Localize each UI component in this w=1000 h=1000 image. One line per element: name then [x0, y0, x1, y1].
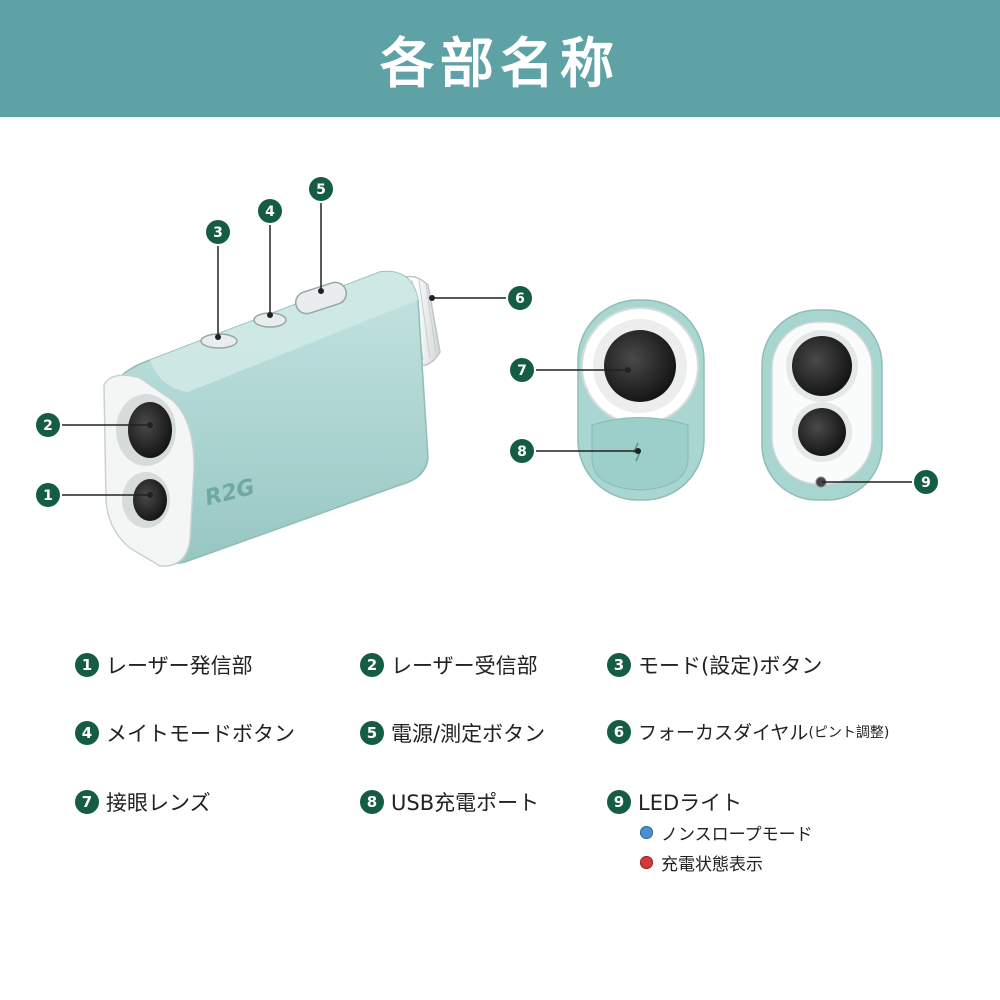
- rangefinder-rear-view: [577, 299, 705, 501]
- marker-2: 2: [36, 413, 60, 437]
- svg-text:6: 6: [515, 291, 525, 307]
- led-mode-red: 充電状態表示: [640, 850, 763, 875]
- blue-dot-icon: [640, 826, 653, 839]
- svg-text:8: 8: [517, 444, 527, 460]
- legend-number: 8: [360, 790, 384, 814]
- legend-label: LEDライト: [638, 791, 743, 815]
- laser-receiver-lens: [128, 402, 172, 458]
- leader-lines: [62, 203, 912, 496]
- legend-item-1: 1 レーザー発信部: [75, 650, 253, 680]
- legend-label: USB充電ポート: [391, 791, 540, 815]
- mode-button[interactable]: [200, 333, 238, 349]
- legend-item-6: 6 フォーカスダイヤル (ピント調整): [607, 718, 889, 745]
- marker-5: 5: [309, 177, 333, 201]
- marker-4: 4: [258, 199, 282, 223]
- svg-text:1: 1: [43, 488, 53, 504]
- marker-3: 3: [206, 220, 230, 244]
- led-mode-label: 充電状態表示: [661, 855, 763, 875]
- led-mode-blue: ノンスロープモード: [640, 820, 813, 845]
- svg-text:2: 2: [43, 418, 53, 434]
- marker-1: 1: [36, 483, 60, 507]
- legend-number: 4: [75, 721, 99, 745]
- rangefinder-front-view: [761, 309, 883, 501]
- svg-text:7: 7: [517, 363, 527, 379]
- marker-9: 9: [914, 470, 938, 494]
- legend-label: フォーカスダイヤル: [638, 722, 809, 744]
- led-mode-label: ノンスロープモード: [661, 825, 813, 845]
- laser-emitter-lens: [133, 479, 167, 521]
- red-dot-icon: [640, 856, 653, 869]
- legend-item-4: 4 メイトモードボタン: [75, 718, 295, 748]
- marker-8: 8: [510, 439, 534, 463]
- legend-item-2: 2 レーザー受信部: [360, 650, 538, 680]
- svg-text:3: 3: [213, 225, 223, 241]
- legend-number: 9: [607, 790, 631, 814]
- legend-label: モード(設定)ボタン: [638, 654, 823, 678]
- legend-number: 6: [607, 719, 631, 744]
- legend-label: メイトモードボタン: [106, 722, 295, 746]
- legend-label: レーザー発信部: [106, 654, 253, 678]
- page-title: 各部名称: [380, 32, 620, 95]
- legend-number: 7: [75, 790, 99, 814]
- legend-label: 接眼レンズ: [106, 791, 211, 815]
- legend-item-5: 5 電源/測定ボタン: [360, 718, 545, 748]
- svg-text:5: 5: [316, 182, 326, 198]
- legend-number: 2: [360, 653, 384, 677]
- device-illustration: R2G 3 4 5 6: [36, 177, 938, 567]
- legend-item-9: 9 LEDライト: [607, 787, 742, 817]
- legend-number: 1: [75, 653, 99, 677]
- legend-item-3: 3 モード(設定)ボタン: [607, 650, 822, 680]
- svg-text:9: 9: [921, 475, 931, 491]
- marker-7: 7: [510, 358, 534, 382]
- legend-label: 電源/測定ボタン: [391, 722, 546, 746]
- svg-text:4: 4: [265, 204, 275, 220]
- eyepiece-lens: [604, 330, 676, 402]
- legend-note: (ピント調整): [808, 724, 890, 741]
- marker-6: 6: [508, 286, 532, 310]
- legend-number: 5: [360, 721, 384, 745]
- legend-item-7: 7 接眼レンズ: [75, 787, 211, 817]
- title-banner: 各部名称: [0, 0, 1000, 117]
- legend-label: レーザー受信部: [391, 654, 538, 678]
- rangefinder-main-view: R2G: [103, 270, 441, 567]
- power-measure-button[interactable]: [293, 280, 349, 317]
- legend-number: 3: [607, 653, 631, 677]
- legend-item-8: 8 USB充電ポート: [360, 787, 539, 817]
